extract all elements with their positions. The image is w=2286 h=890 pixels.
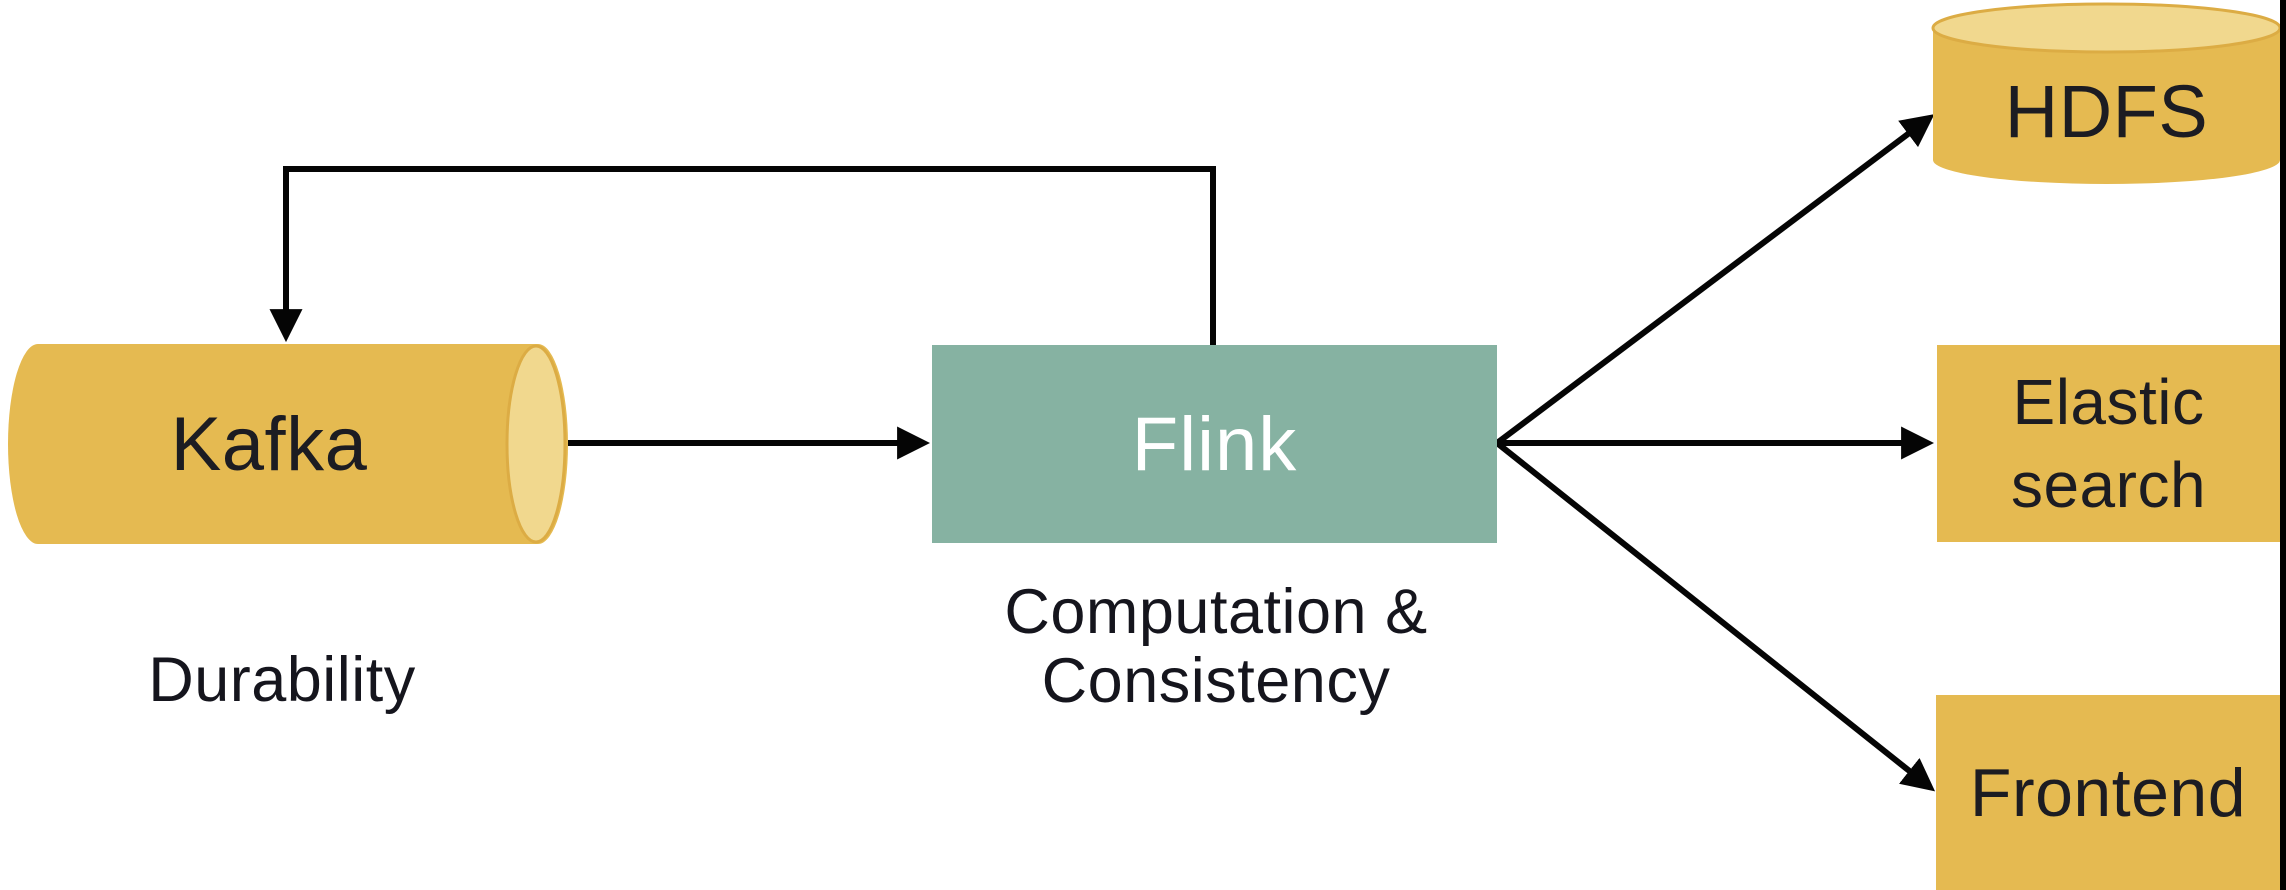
image-right-edge-strip xyxy=(2280,0,2286,890)
hdfs-cylinder-cap xyxy=(1931,2,2282,54)
flink-node-box: Flink xyxy=(932,345,1497,543)
kafka-node-label: Kafka xyxy=(170,401,368,487)
kafka-caption-durability: Durability xyxy=(148,645,416,715)
arrow-flink-to-kafka-feedback xyxy=(269,166,1216,345)
kafka-cylinder-shape xyxy=(8,344,568,544)
elasticsearch-label-line1: Elastic xyxy=(2012,365,2205,438)
flink-caption-line1: Computation & xyxy=(1004,577,1428,647)
frontend-node-box: Frontend xyxy=(1936,695,2280,890)
hdfs-node-label: HDFS xyxy=(2004,69,2209,153)
arrow-flink-to-frontend xyxy=(1495,440,1936,792)
kafka-cylinder-cap xyxy=(505,344,567,544)
elasticsearch-node-box: Elastic search xyxy=(1937,345,2280,542)
flink-node-label: Flink xyxy=(1131,401,1298,487)
flink-caption-computation-consistency: Computation & Consistency xyxy=(916,578,1516,716)
flink-caption-line2: Consistency xyxy=(1041,646,1391,716)
frontend-node-label: Frontend xyxy=(1969,754,2247,831)
elasticsearch-node-label: Elastic search xyxy=(1937,345,2280,542)
arrow-flink-to-hdfs xyxy=(1495,114,1935,446)
elasticsearch-label-line2: search xyxy=(2010,448,2207,521)
